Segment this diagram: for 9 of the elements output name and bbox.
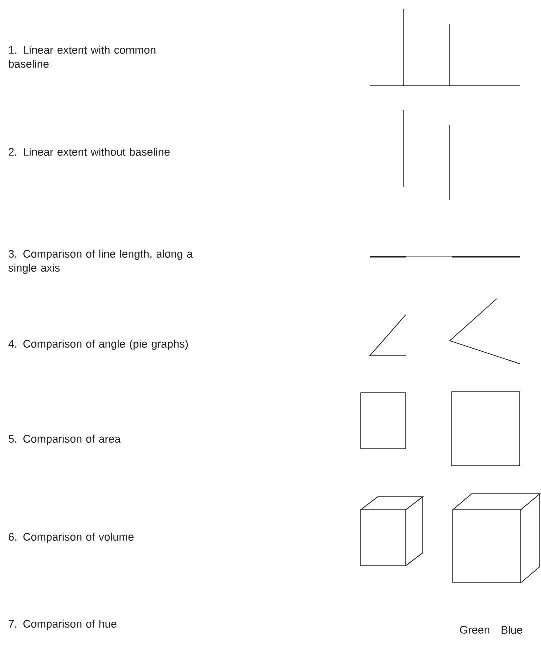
item-label: 1. Linear extent with common baseline <box>9 46 156 68</box>
item-label: 5. Comparison of area <box>8 434 121 446</box>
item-label: 3. Comparison of line length, along a single axis <box>8 250 194 274</box>
item-label: 7. Comparison of hue <box>8 620 117 630</box>
hue-label: Blue <box>502 626 523 634</box>
item-label: 4. Comparison of angle (pie graphs) <box>8 340 188 350</box>
item-label: 6. Comparison of volume <box>8 532 134 544</box>
hue-label: Green <box>460 626 490 634</box>
item-label: 2. Linear extent without baseline <box>8 148 170 156</box>
